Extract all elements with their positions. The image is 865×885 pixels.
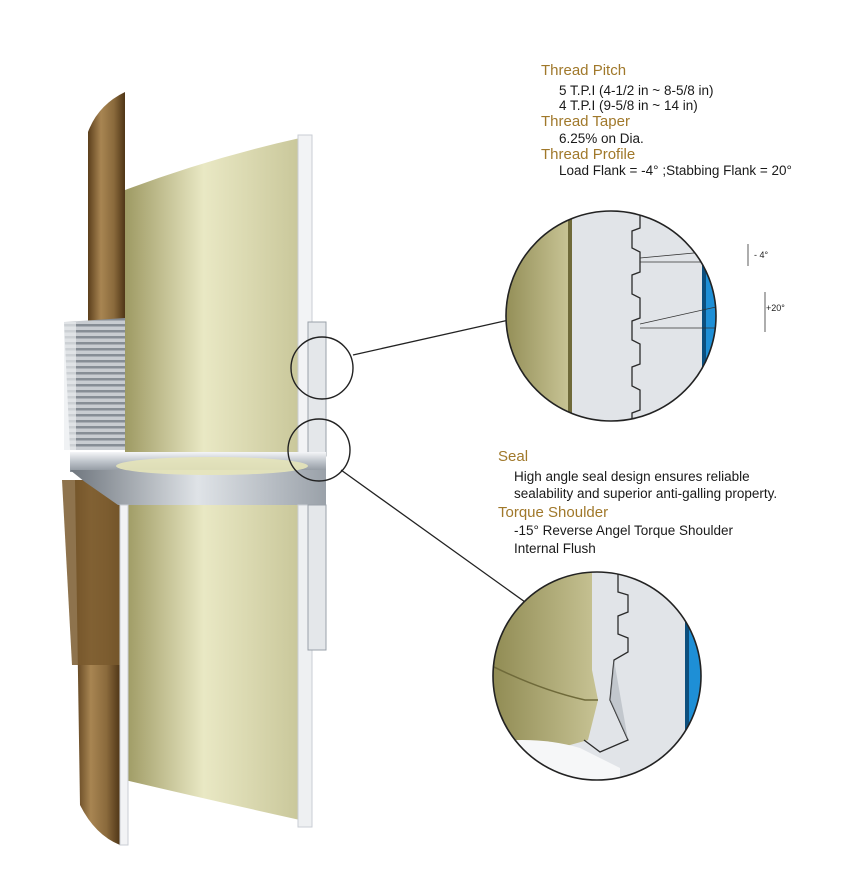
torque-shoulder-line-1: -15° Reverse Angel Torque Shoulder <box>514 523 734 538</box>
leader-line-seal <box>340 469 533 608</box>
seal-detail-olive <box>493 572 598 770</box>
callout-circle-thread <box>290 336 354 400</box>
upper-pipe-bore <box>125 138 300 455</box>
torque-shoulder-heading: Torque Shoulder <box>498 504 609 521</box>
lower-pipe-bore <box>125 505 300 820</box>
load-flank-angle-label: - 4° <box>754 250 769 260</box>
thread-taper-heading: Thread Taper <box>541 113 630 130</box>
thread-profile-text: Load Flank = -4° ;Stabbing Flank = 20° <box>559 163 792 178</box>
coupling-bore-rim <box>116 457 308 475</box>
thread-detail-blue <box>706 211 716 421</box>
stabbing-flank-angle-label: +20° <box>766 303 785 313</box>
thread-profile-heading: Thread Profile <box>541 146 636 163</box>
thread-pitch-line-1: 5 T.P.I (4-1/2 in ~ 8-5/8 in) <box>559 83 714 98</box>
right-thread-upper <box>307 321 327 457</box>
pin-thread-highlight <box>64 322 76 450</box>
pipe-cutaway <box>62 92 327 846</box>
coupling-ring-band <box>70 470 326 505</box>
lower-pipe-wall-edge <box>119 504 129 846</box>
seal-heading: Seal <box>498 448 529 465</box>
thread-profile-line <box>631 211 641 421</box>
upper-pipe-outer-wall <box>88 92 125 322</box>
callout-circle-seal <box>287 418 351 482</box>
thread-detail-magnifier: - 4° +20° <box>505 210 785 422</box>
lower-box-lip <box>62 480 120 665</box>
seal-line-2: sealability and superior anti-galling pr… <box>514 486 778 501</box>
thread-taper-text: 6.25% on Dia. <box>559 131 644 146</box>
seal-detail-magnifier <box>492 571 702 781</box>
thread-pitch-heading: Thread Pitch <box>541 62 627 79</box>
right-thread-lower <box>307 504 327 651</box>
seal-line-1: High angle seal design ensures reliable <box>514 469 750 484</box>
pin-thread-section <box>64 318 125 450</box>
thread-pitch-line-2: 4 T.P.I (9-5/8 in ~ 14 in) <box>559 98 698 113</box>
torque-shoulder-line-2: Internal Flush <box>514 541 596 556</box>
leader-line-thread <box>352 319 510 356</box>
thread-detail-olive <box>506 211 568 421</box>
seal-detail-blue <box>689 572 701 780</box>
